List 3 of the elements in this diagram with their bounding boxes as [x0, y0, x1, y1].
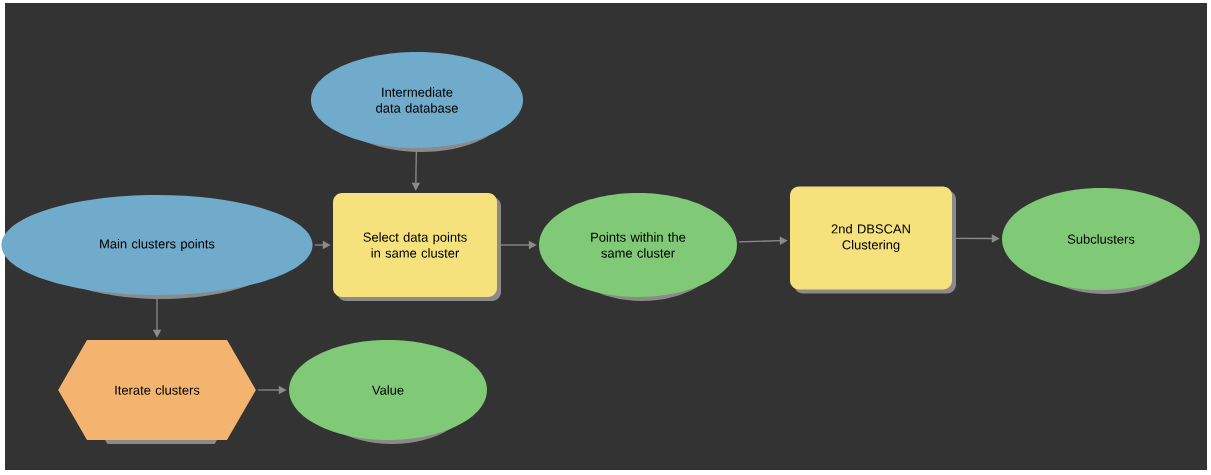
process-box: Select data points in same cluster	[333, 193, 501, 301]
iterator-hexagon: Iterate clusters	[58, 340, 256, 444]
process-box: 2nd DBSCAN Clustering	[790, 186, 956, 294]
